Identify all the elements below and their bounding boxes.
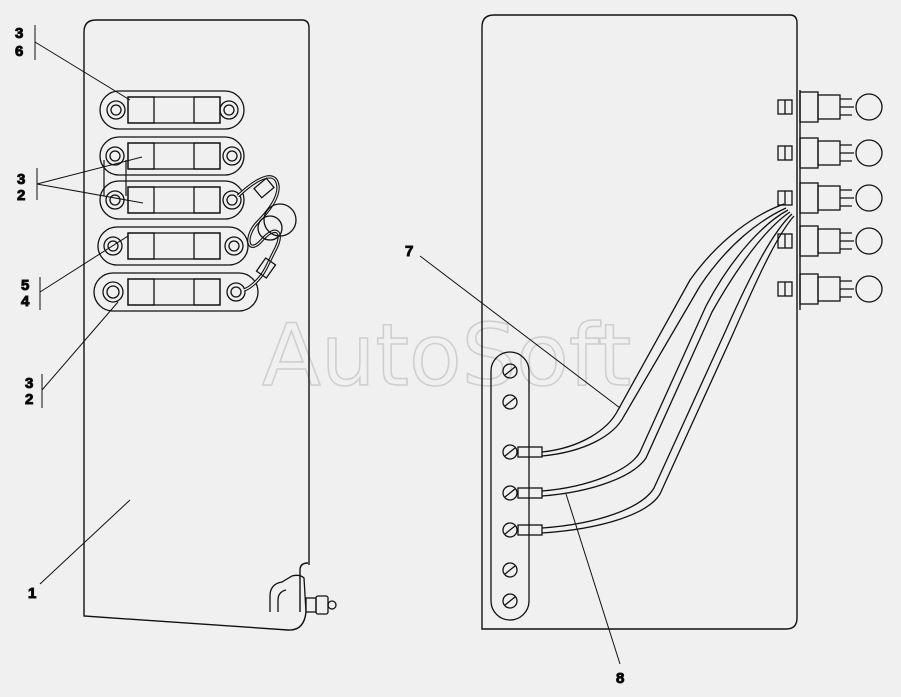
callout-3-top-b: 3 [17,171,25,188]
callout-6-bottom: 6 [15,43,23,60]
fuse-holder-1 [99,90,245,130]
connector-4 [777,225,883,257]
terminal-screws [502,363,518,609]
connector-2 [777,137,883,169]
callout-8: 8 [616,670,624,687]
callouts-right: 7 8 [405,243,625,688]
connector-3 [777,182,883,214]
fuse-holder-5 [93,272,259,312]
callout-5-top: 5 [21,277,29,294]
callout-3-top: 3 [15,25,23,42]
fuse-holder-2 [99,136,245,176]
callout-3-top-c: 3 [25,375,33,392]
callout-1: 1 [28,585,36,602]
terminal-strip [490,351,543,621]
wire-loop [236,175,297,292]
callout-2-bottom-b: 2 [17,187,25,204]
connector-1 [777,91,883,123]
callout-4-bottom: 4 [21,293,30,310]
fuse-block-left [93,90,297,312]
latch [269,574,337,615]
fuse-holder-4 [97,226,249,266]
watermark: AutoSoft [262,306,631,406]
connector-column [777,91,883,305]
connector-5 [777,273,883,305]
left-panel [83,19,310,631]
callout-7: 7 [405,243,413,260]
wire-harness [541,203,795,534]
callouts-left: 3 6 3 2 5 4 3 2 1 [15,25,144,603]
callout-2-bottom-c: 2 [25,391,33,408]
fuse-holder-3 [99,180,245,220]
